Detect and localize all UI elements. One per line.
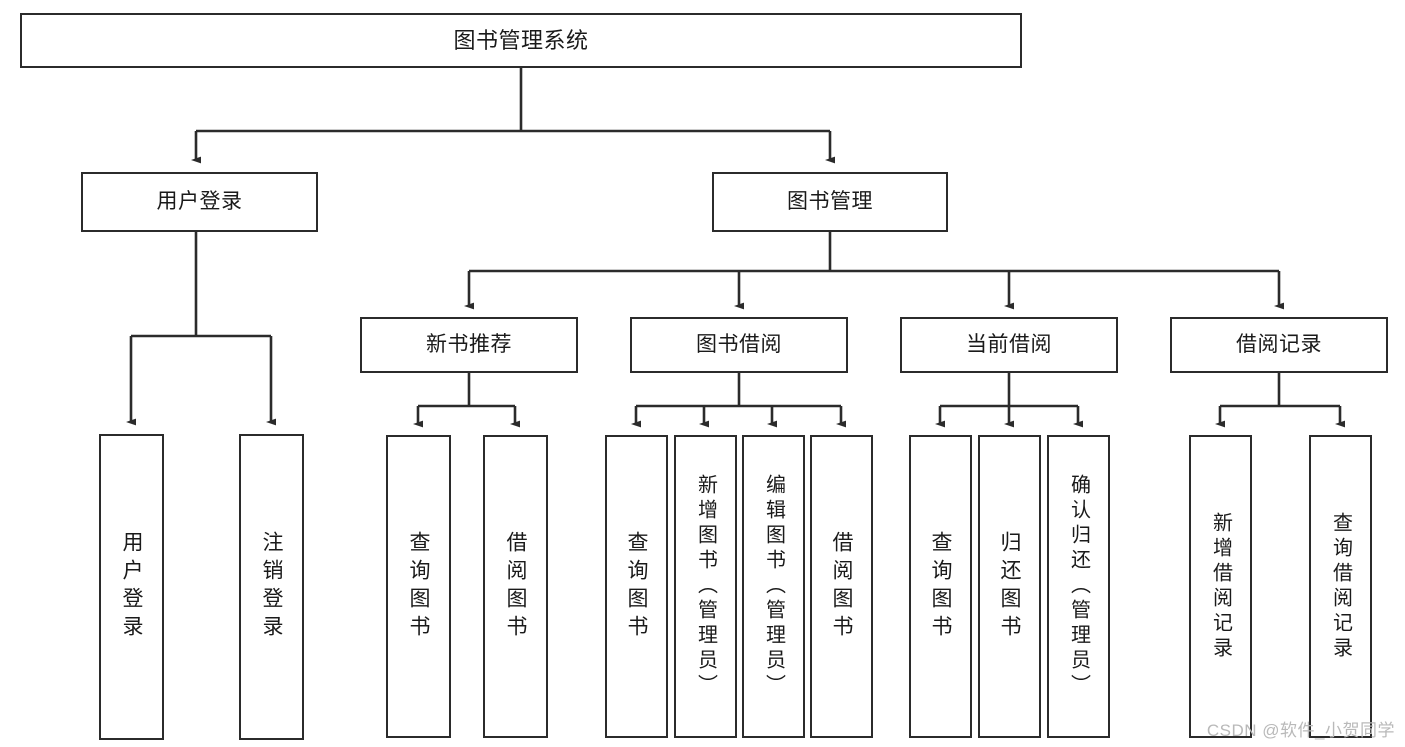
node-leaf-user-login[interactable]: 用户登录	[99, 434, 164, 740]
node-book-management-label: 图书管理	[787, 189, 873, 213]
node-book-borrow-label: 图书借阅	[696, 332, 782, 356]
node-new-book-recommend-label: 新书推荐	[426, 332, 512, 356]
node-leaf-query-borrow-record-label: 查询借阅记录	[1329, 511, 1352, 662]
node-leaf-logout-label: 注销登录	[260, 531, 283, 643]
watermark-text: CSDN @软件_小贺同学	[1206, 721, 1395, 740]
node-leaf-return-book[interactable]: 归还图书	[978, 435, 1041, 738]
node-leaf-query-book-1-label: 查询图书	[407, 530, 430, 643]
node-leaf-query-borrow-record[interactable]: 查询借阅记录	[1309, 435, 1372, 738]
node-leaf-query-book-3[interactable]: 查询图书	[909, 435, 972, 738]
node-current-borrow[interactable]: 当前借阅	[900, 317, 1118, 373]
node-user-login-label: 用户登录	[156, 189, 243, 213]
node-leaf-borrow-book-2[interactable]: 借阅图书	[810, 435, 873, 738]
node-root[interactable]: 图书管理系统	[20, 13, 1022, 68]
node-leaf-query-book-1[interactable]: 查询图书	[386, 435, 451, 738]
node-leaf-borrow-book-2-label: 借阅图书	[830, 530, 853, 643]
node-leaf-query-book-2-label: 查询图书	[625, 530, 648, 643]
node-leaf-add-borrow-record[interactable]: 新增借阅记录	[1189, 435, 1252, 738]
node-leaf-borrow-book-1-label: 借阅图书	[504, 530, 527, 643]
node-leaf-add-book-admin-label: 新增图书（管理员）	[694, 474, 717, 699]
node-leaf-return-book-label: 归还图书	[998, 530, 1021, 643]
node-leaf-user-login-label: 用户登录	[120, 531, 143, 643]
node-leaf-logout[interactable]: 注销登录	[239, 434, 304, 740]
node-leaf-query-book-3-label: 查询图书	[929, 530, 952, 643]
node-leaf-confirm-return-admin-label: 确认归还（管理员）	[1067, 474, 1090, 699]
node-leaf-add-borrow-record-label: 新增借阅记录	[1209, 511, 1232, 662]
node-leaf-confirm-return-admin[interactable]: 确认归还（管理员）	[1047, 435, 1110, 738]
node-borrow-record-label: 借阅记录	[1236, 332, 1322, 356]
node-root-label: 图书管理系统	[453, 27, 589, 53]
node-leaf-query-book-2[interactable]: 查询图书	[605, 435, 668, 738]
node-borrow-record[interactable]: 借阅记录	[1170, 317, 1388, 373]
node-book-borrow[interactable]: 图书借阅	[630, 317, 848, 373]
node-leaf-edit-book-admin[interactable]: 编辑图书（管理员）	[742, 435, 805, 738]
node-leaf-borrow-book-1[interactable]: 借阅图书	[483, 435, 548, 738]
node-leaf-edit-book-admin-label: 编辑图书（管理员）	[762, 474, 785, 699]
node-new-book-recommend[interactable]: 新书推荐	[360, 317, 578, 373]
node-book-management[interactable]: 图书管理	[712, 172, 948, 232]
node-user-login[interactable]: 用户登录	[81, 172, 318, 232]
node-current-borrow-label: 当前借阅	[966, 332, 1052, 356]
node-leaf-add-book-admin[interactable]: 新增图书（管理员）	[674, 435, 737, 738]
